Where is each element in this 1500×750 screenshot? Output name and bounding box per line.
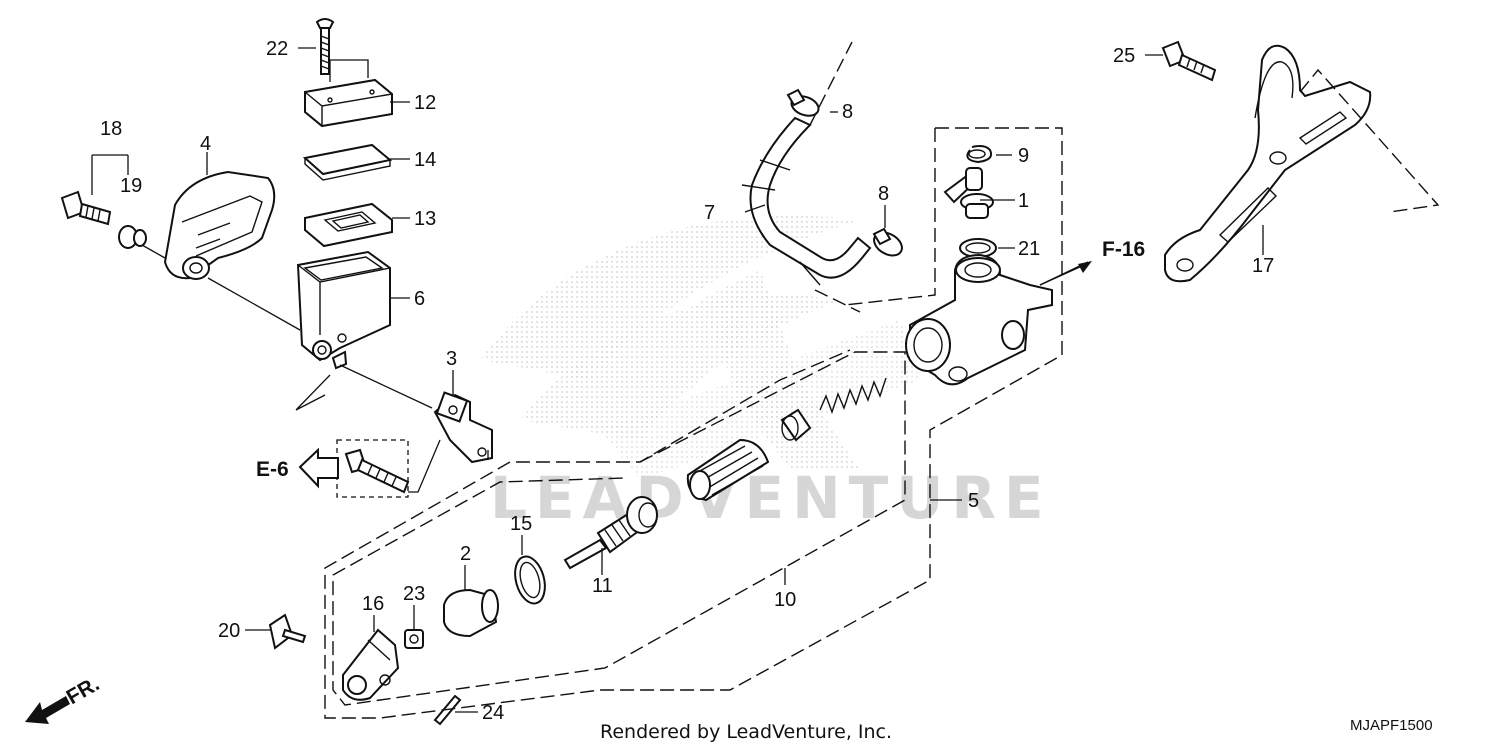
part-19-grommet[interactable] (118, 225, 147, 249)
callout-1: 1 (1018, 190, 1029, 212)
callout-16: 16 (362, 593, 384, 615)
part-2-cup[interactable] (443, 588, 499, 638)
part-22-screw[interactable] (315, 18, 335, 75)
part-15-circlip[interactable] (510, 553, 549, 607)
bracket-17-dash (1299, 68, 1440, 213)
callout-19: 19 (120, 175, 142, 197)
part-1-hose-joint[interactable] (943, 167, 994, 219)
callout-15: 15 (510, 513, 532, 535)
callout-11: 11 (592, 575, 613, 597)
part-20-pin[interactable] (268, 613, 307, 650)
callout-14: 14 (414, 149, 436, 171)
reference-e6[interactable]: E-6 (256, 458, 289, 481)
boot[interactable] (686, 438, 770, 502)
diagram-code: MJAPF1500 (1350, 717, 1433, 734)
watermark-text: LEADVENTURE (490, 464, 1052, 532)
part-7-hose[interactable] (741, 116, 872, 286)
callout-5: 5 (968, 490, 979, 512)
callout-20: 20 (218, 620, 240, 642)
callout-12: 12 (414, 92, 436, 114)
part-23-collar[interactable] (404, 629, 424, 649)
f16-direction-arrow (1039, 261, 1092, 286)
part-9-circlip[interactable] (966, 145, 993, 164)
part-25-bolt[interactable] (1161, 40, 1217, 82)
spring[interactable] (819, 377, 887, 415)
part-12-reservoir-cap[interactable] (304, 78, 393, 128)
part-8-hose-clamp-upper[interactable] (786, 88, 821, 119)
part-16-clevis[interactable] (342, 628, 400, 701)
part-17-bracket[interactable] (1164, 44, 1372, 283)
part-11-push-rod[interactable] (563, 496, 658, 570)
master-cylinder-body[interactable] (905, 253, 1053, 386)
leader-lines (91, 47, 1264, 713)
hose-dash (809, 41, 861, 313)
callout-13: 13 (414, 208, 436, 230)
front-direction-arrow (25, 696, 70, 724)
footer-credit: Rendered by LeadVenture, Inc. (600, 721, 892, 743)
callout-17: 17 (1252, 255, 1274, 277)
callout-24: 24 (482, 702, 504, 724)
callout-6: 6 (414, 288, 425, 310)
callout-2: 2 (460, 543, 471, 565)
callout-8-upper: 8 (842, 101, 853, 123)
part-13-diaphragm[interactable] (304, 202, 393, 248)
callout-4: 4 (200, 133, 211, 155)
e6-bolt[interactable] (344, 448, 410, 494)
part-14-diaphragm-plate[interactable] (302, 143, 393, 181)
part-3-bracket[interactable] (433, 391, 493, 464)
callout-21: 21 (1018, 238, 1040, 260)
assembly-10-outline (332, 351, 906, 706)
callout-22: 22 (266, 38, 288, 60)
assembly-5-outline (324, 127, 1063, 719)
primary-cup[interactable] (780, 408, 812, 442)
part-4-reservoir-cover[interactable] (163, 170, 276, 280)
part-8-hose-clamp-lower[interactable] (870, 227, 906, 260)
callout-10: 10 (774, 589, 796, 611)
callout-18: 18 (100, 118, 122, 140)
part-21-o-ring[interactable] (959, 238, 997, 258)
reference-f16[interactable]: F-16 (1102, 238, 1145, 261)
part-6-reservoir[interactable] (296, 250, 391, 370)
callout-23: 23 (403, 583, 425, 605)
part-18-bolt[interactable] (60, 190, 112, 226)
callout-3: 3 (446, 348, 457, 370)
joint-group-outline (844, 128, 936, 306)
callout-7: 7 (704, 202, 715, 224)
e6-direction-arrow (298, 447, 339, 489)
callout-8-lower: 8 (878, 183, 889, 205)
callouts: 22 12 14 13 6 18 19 4 3 8 8 7 9 1 21 25 … (100, 38, 1274, 724)
callout-25: 25 (1113, 45, 1135, 67)
callout-9: 9 (1018, 145, 1029, 167)
